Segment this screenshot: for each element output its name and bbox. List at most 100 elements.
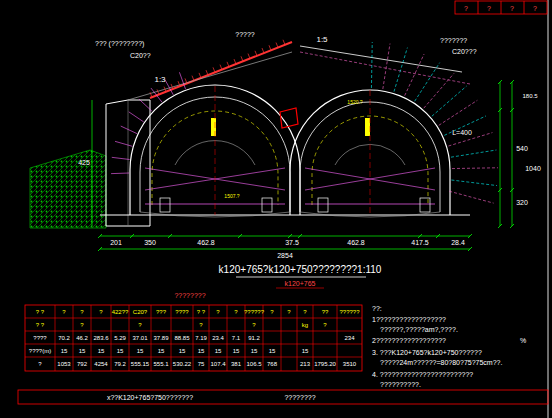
drawing-stroke [121, 126, 137, 134]
drawing-stroke [25, 305, 362, 371]
drawing-stroke [281, 305, 282, 371]
table-cell: ? [303, 309, 306, 315]
drawing-stroke [25, 357, 362, 358]
drawing-stroke [298, 234, 302, 238]
table-cell: 7.1 [232, 335, 240, 341]
drawing-stroke [150, 42, 292, 98]
table-cell: 15 [251, 348, 258, 354]
drawing-stroke [160, 198, 170, 212]
drawing-stroke [276, 288, 324, 289]
drawing-stroke [178, 81, 180, 86]
drawing-stroke [262, 198, 272, 212]
drawing-stroke [405, 54, 424, 96]
drawing-stroke [248, 54, 250, 59]
drawing-stroke [415, 63, 440, 102]
drawing-stroke [150, 92, 152, 97]
drawing-stroke [548, 0, 549, 418]
table-cell: 283.6 [93, 335, 108, 341]
drawing-stroke [478, 1, 479, 14]
table-cell: 15 [137, 348, 144, 354]
table-cell: 15 [269, 348, 276, 354]
drawing-label: 4. ???????????????????????? [372, 371, 473, 378]
drawing-label: ??? (????????) [95, 40, 144, 47]
drawing-label: % [520, 337, 526, 344]
drawing-stroke [112, 157, 130, 159]
drawing-label: 1:5 [316, 36, 327, 44]
drawing-stroke [300, 46, 462, 72]
table-cell: 46.2 [76, 335, 88, 341]
drawing-stroke [510, 80, 514, 84]
table-cell: ? [138, 322, 141, 328]
drawing-stroke [165, 79, 174, 95]
drawing-stroke [510, 188, 514, 192]
table-cell: ? [323, 322, 326, 328]
table-cell: 70.2 [58, 335, 70, 341]
drawing-stroke [206, 70, 208, 75]
drawing-stroke [234, 59, 236, 64]
drawing-stroke [418, 234, 422, 238]
drawing-stroke [370, 90, 371, 215]
drawing-stroke [215, 86, 216, 215]
table-cell: ? [80, 322, 83, 328]
drawing-label: ??????,?????am?,????. [380, 326, 458, 333]
drawing-stroke [432, 86, 467, 116]
drawing-label: 462.8 [197, 239, 215, 246]
drawing-stroke [111, 305, 112, 371]
drawing-label: ???????? [174, 292, 205, 299]
drawing-label: x??K120+765?750??????? [107, 394, 193, 401]
drawing-stroke [115, 141, 132, 146]
drawing-stroke [313, 305, 314, 371]
table-cell: 15 [117, 348, 124, 354]
drawing-stroke [168, 234, 172, 238]
table-cell: ? [252, 322, 255, 328]
drawing-stroke [394, 48, 407, 92]
drawing-stroke [91, 305, 92, 371]
table-cell: 555.15 [131, 361, 149, 367]
drawing-stroke [420, 198, 430, 212]
table-cell: C20? [133, 309, 147, 315]
drawing-stroke [73, 305, 74, 371]
drawing-label: 1040 [525, 165, 541, 172]
drawing-stroke [171, 305, 172, 371]
drawing-stroke [111, 173, 129, 175]
drawing-stroke [337, 305, 338, 371]
table-cell: 75 [198, 361, 205, 367]
drawing-stroke [129, 305, 130, 371]
drawing-stroke [130, 85, 300, 215]
table-cell: 5.29 [114, 335, 126, 341]
drawing-stroke [25, 305, 362, 371]
drawing-stroke [297, 305, 298, 371]
table-cell: 213 [300, 361, 310, 367]
drawing-stroke [25, 344, 362, 345]
drawing-stroke [157, 89, 159, 94]
table-cell: 422?? [112, 309, 129, 315]
drawing-stroke [524, 1, 525, 14]
drawing-stroke [498, 80, 502, 84]
drawing-stroke [92, 82, 512, 249]
drawing-label: ? [487, 5, 491, 12]
table-cell: 37.01 [132, 335, 147, 341]
table-cell: 91.2 [248, 335, 260, 341]
drawing-stroke [128, 100, 129, 226]
table-cell: 530.22 [173, 361, 191, 367]
drawing-stroke [436, 234, 440, 238]
drawing-stroke [512, 82, 513, 226]
table-cell: 37.89 [153, 335, 168, 341]
drawing-label: 2?????????????????? [372, 337, 446, 344]
table-cell: ? [199, 322, 202, 328]
drawing-stroke [449, 191, 493, 203]
drawing-label: 3. ???K120+765?k120+750?????? [372, 349, 482, 356]
table-cell: 1795.20 [314, 361, 336, 367]
drawing-label: 180.5 [522, 93, 537, 99]
drawing-label: 1:3 [154, 76, 165, 84]
table-cell: ???? [33, 335, 46, 341]
drawing-stroke [444, 116, 486, 135]
table-cell: ? [216, 309, 219, 315]
drawing-label: 320 [516, 199, 528, 206]
table-cell: ?????? [244, 309, 264, 315]
drawing-stroke [25, 331, 362, 332]
drawing-stroke [288, 234, 292, 238]
drawing-stroke [106, 100, 150, 226]
drawing-stroke [129, 112, 144, 122]
drawing-stroke [280, 108, 298, 128]
